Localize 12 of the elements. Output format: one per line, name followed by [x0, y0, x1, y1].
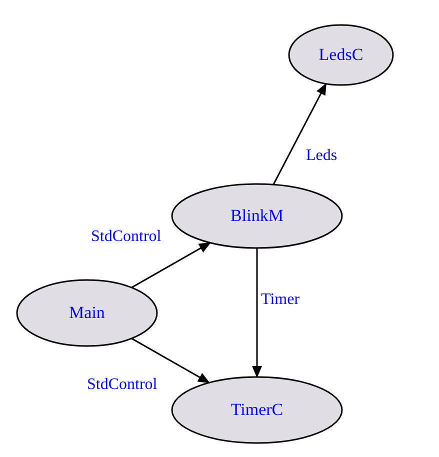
node-ellipse [171, 376, 343, 444]
arrow [131, 338, 210, 384]
node-ellipse [288, 24, 394, 86]
arrow [131, 242, 212, 288]
node-ellipse [171, 183, 343, 249]
node-label: LedsC [318, 45, 364, 65]
node-label: TimerC [230, 400, 284, 420]
node-label: Main [69, 303, 105, 323]
node-ellipse [16, 279, 158, 347]
arrow [272, 82, 327, 185]
node-label: BlinkM [230, 206, 284, 226]
arrow [252, 248, 262, 378]
